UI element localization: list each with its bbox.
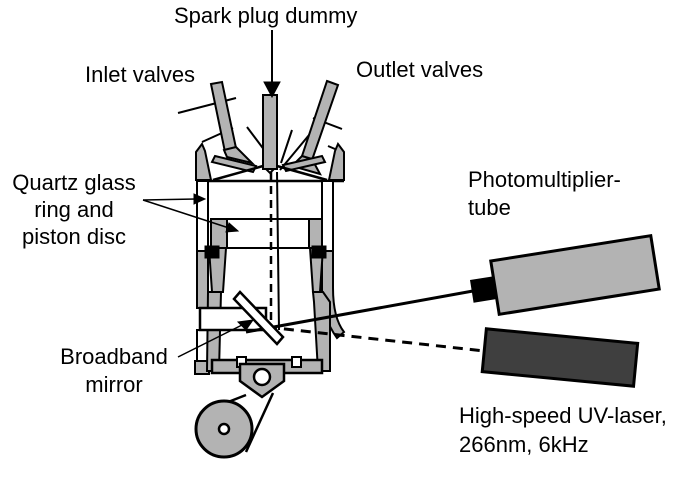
- photomultiplier-tube: [469, 233, 661, 317]
- outlet-valve: [281, 79, 340, 176]
- pmt-body: [489, 233, 661, 317]
- inlet-valve: [209, 80, 258, 174]
- port-line: [280, 129, 293, 164]
- spark-plug-label: Spark plug dummy: [174, 2, 357, 30]
- cylinder-head: [195, 94, 345, 183]
- laser-beam-dashed: [266, 325, 485, 353]
- quartz-label-line-3: piston disc: [22, 224, 126, 249]
- quartz-arrowhead-icon-1: [193, 193, 207, 205]
- cylinder-wall-left-lower: [196, 250, 209, 309]
- piston-disc-window: [226, 218, 310, 249]
- spark-plug-label-text: Spark plug dummy: [174, 3, 358, 28]
- roof-line-left: [212, 164, 264, 182]
- quartz-ring-right: [321, 180, 334, 252]
- roof-line-right: [276, 164, 328, 182]
- inlet-valves-label-text: Inlet valves: [85, 62, 196, 87]
- piston-skirt-right-lower: [311, 291, 331, 372]
- outlet-valves-label: Outlet valves: [356, 56, 483, 84]
- inlet-valves-label: Inlet valves: [85, 61, 195, 89]
- piston-seal-right: [311, 245, 327, 259]
- crank-mechanism: [194, 362, 286, 459]
- photomultiplier-label-line-1: Photomultiplier-: [468, 167, 621, 192]
- uv-laser: [480, 327, 640, 388]
- quartz-arrow-line-2: [142, 199, 230, 229]
- quartz-label-line-2: ring and: [34, 197, 114, 222]
- photomultiplier-label-line-2: tube: [468, 195, 511, 220]
- inlet-valve-fan: [222, 145, 256, 165]
- quartz-arrow-line-1: [142, 198, 197, 201]
- uv-laser-label: High-speed UV-laser, 266nm, 6kHz: [459, 401, 667, 459]
- piston-pin-hole: [252, 367, 272, 387]
- quartz-ring-left: [196, 180, 209, 252]
- laser-label-line-1: High-speed UV-laser,: [459, 403, 667, 428]
- mirror-label-line-1: Broadband: [60, 344, 168, 369]
- piston-skirt-left-upper: [207, 247, 228, 293]
- emission-beam-to-pmt: [245, 289, 474, 334]
- head-wall-left: [195, 142, 213, 181]
- piston-bottom-notch-right: [291, 356, 302, 368]
- head-wall-right: [327, 142, 345, 181]
- piston-crown-right: [308, 218, 323, 249]
- photomultiplier-label: Photomultiplier- tube: [468, 166, 621, 222]
- inlet-valve-stem: [209, 80, 238, 154]
- emission-beam-vertical: [276, 171, 280, 331]
- broadband-mirror-slab: [232, 290, 285, 346]
- annotation-arrows: [142, 30, 281, 358]
- mirror-arrowhead-icon: [236, 319, 255, 331]
- broadband-mirror-label: Broadband mirror: [38, 343, 190, 399]
- piston-seal-left: [204, 245, 220, 259]
- laser-label-line-2: 266nm, 6kHz: [459, 432, 589, 457]
- spark-plug-arrowhead-icon: [263, 81, 281, 99]
- spark-plug-rod: [262, 94, 278, 170]
- piston: [204, 218, 331, 375]
- laser-body: [480, 327, 640, 388]
- crankshaft-center-hole: [217, 422, 231, 436]
- quartz-glass-label: Quartz glass ring and piston disc: [0, 169, 148, 250]
- mirror-label-line-2: mirror: [85, 372, 143, 397]
- quartz-label-line-1: Quartz glass: [12, 170, 136, 195]
- optical-paths: [245, 171, 485, 353]
- quartz-arrowhead-icon-2: [225, 222, 240, 233]
- inlet-valve-face: [210, 154, 258, 174]
- mirror-arrow-line: [177, 323, 245, 358]
- outlet-valves-label-text: Outlet valves: [356, 57, 484, 82]
- conrod-edge-right: [244, 392, 275, 453]
